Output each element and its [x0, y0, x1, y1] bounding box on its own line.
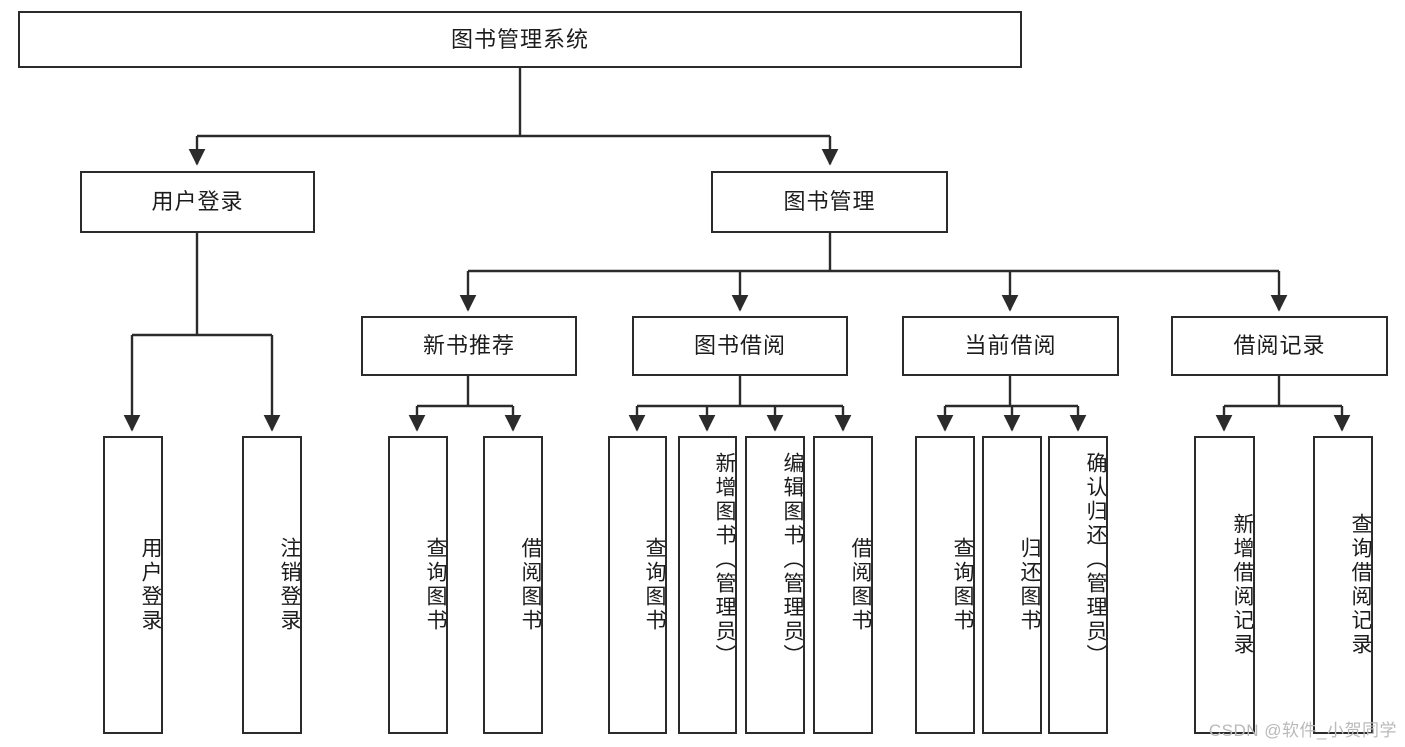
leaf-label: 查询借阅记录 [1349, 513, 1372, 657]
leaf-add-borrow-record[interactable]: 新增借阅记录 [1194, 436, 1255, 734]
leaf-label: 新增借阅记录 [1231, 513, 1254, 657]
leaf-label: 注销登录 [278, 537, 301, 633]
node-book-borrow[interactable]: 图书借阅 [632, 316, 848, 376]
leaf-label: 借阅图书 [849, 537, 872, 633]
node-new-book-recommend[interactable]: 新书推荐 [361, 316, 577, 376]
node-user-login[interactable]: 用户登录 [80, 171, 315, 233]
leaf-borrow-book[interactable]: 借阅图书 [813, 436, 873, 734]
leaf-label: 借阅图书 [519, 537, 542, 633]
leaf-label: 确认归还（管理员） [1084, 452, 1107, 668]
leaf-query-book-borrow[interactable]: 查询图书 [608, 436, 667, 734]
leaf-query-borrow-record[interactable]: 查询借阅记录 [1313, 436, 1373, 734]
node-label: 当前借阅 [964, 333, 1057, 359]
leaf-user-login[interactable]: 用户登录 [103, 436, 163, 734]
leaf-label: 新增图书（管理员） [713, 452, 736, 668]
leaf-return-book[interactable]: 归还图书 [982, 436, 1042, 734]
leaf-label: 归还图书 [1018, 537, 1041, 633]
leaf-confirm-return-admin[interactable]: 确认归还（管理员） [1048, 436, 1108, 734]
node-label: 图书管理系统 [450, 26, 589, 52]
leaf-query-book-recommend[interactable]: 查询图书 [388, 436, 448, 734]
leaf-query-book-current[interactable]: 查询图书 [915, 436, 975, 734]
leaf-label: 查询图书 [424, 537, 447, 633]
node-label: 图书管理 [783, 189, 876, 215]
node-label: 图书借阅 [693, 333, 786, 359]
leaf-edit-book-admin[interactable]: 编辑图书（管理员） [745, 436, 805, 734]
leaf-label: 查询图书 [643, 537, 666, 633]
leaf-label: 查询图书 [951, 537, 974, 633]
node-borrow-record[interactable]: 借阅记录 [1171, 316, 1388, 376]
node-book-management[interactable]: 图书管理 [711, 171, 948, 233]
node-label: 用户登录 [151, 189, 244, 215]
leaf-add-book-admin[interactable]: 新增图书（管理员） [678, 436, 737, 734]
leaf-logout[interactable]: 注销登录 [242, 436, 302, 734]
node-label: 新书推荐 [422, 333, 515, 359]
leaf-label: 用户登录 [139, 537, 162, 633]
node-root-book-management-system[interactable]: 图书管理系统 [18, 11, 1022, 68]
node-current-borrow[interactable]: 当前借阅 [902, 316, 1119, 376]
node-label: 借阅记录 [1233, 333, 1326, 359]
leaf-borrow-book-recommend[interactable]: 借阅图书 [483, 436, 543, 734]
leaf-label: 编辑图书（管理员） [781, 452, 804, 668]
